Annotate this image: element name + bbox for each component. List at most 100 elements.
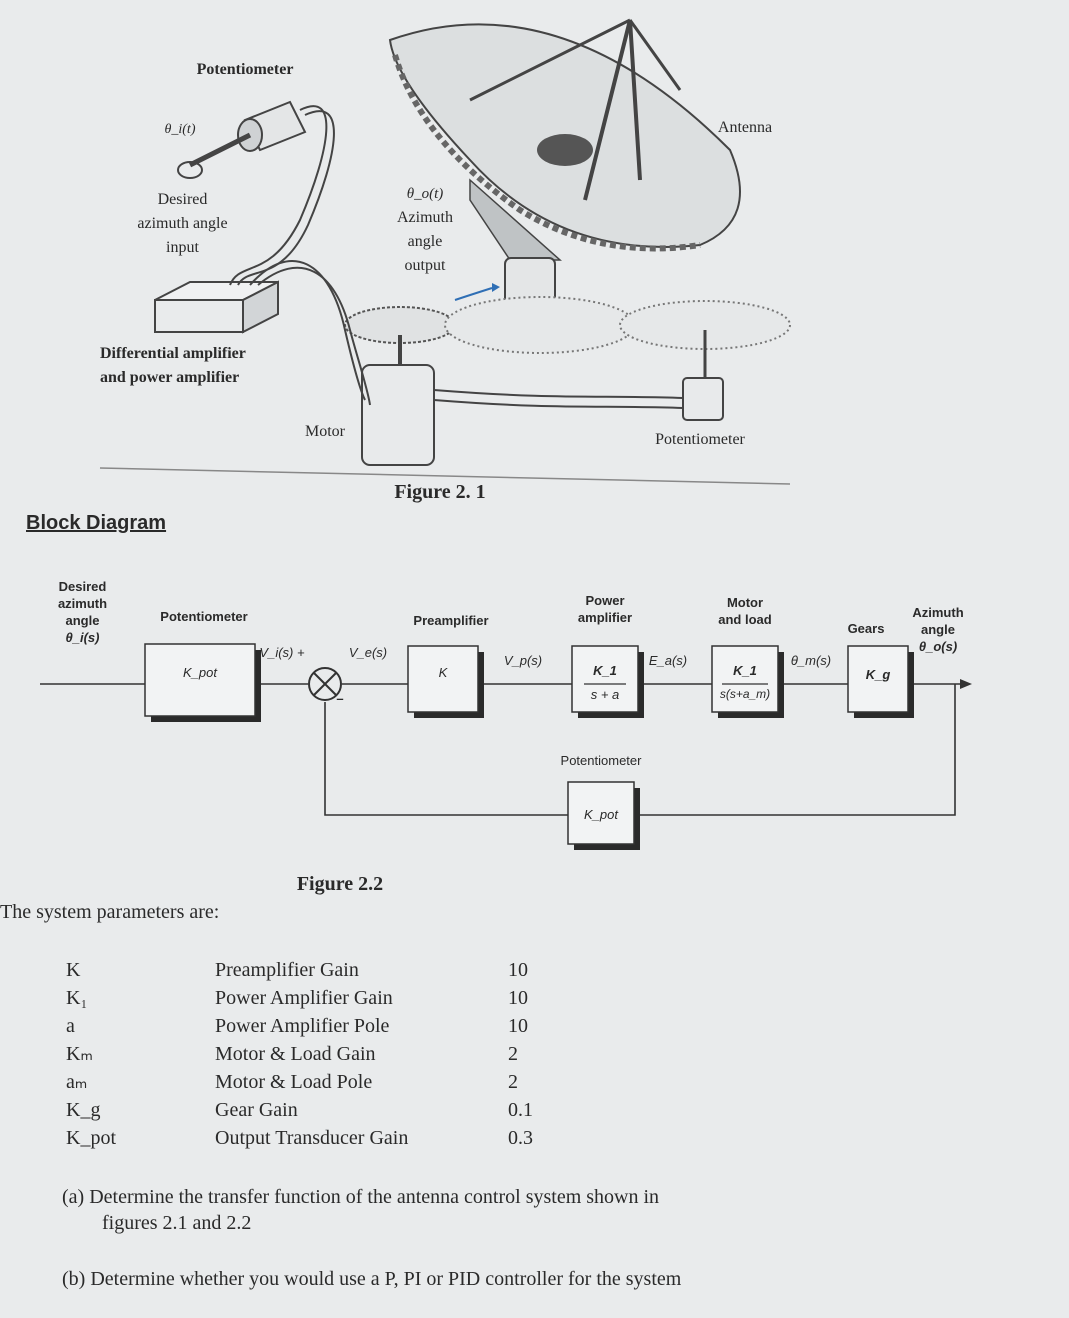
amplifier-label: Differential amplifier and power amplifi… — [100, 342, 300, 390]
azimuth-output-line-1: Azimuth — [397, 209, 453, 226]
block-power-amplifier — [571, 645, 644, 718]
potentiometer-block-label: Potentiometer — [160, 609, 248, 624]
params-table: K Preamplifier Gain 10 K₁ Power Amplifie… — [60, 956, 560, 1156]
theta-i-t-label: θ_i(t) — [164, 122, 196, 137]
block-gears — [847, 645, 914, 718]
figure-2-1-caption: Figure 2. 1 — [394, 481, 486, 503]
output-label-line-2: angle — [921, 622, 955, 637]
block-motor-load — [711, 645, 784, 718]
param-symbol: K — [66, 959, 81, 981]
question-b: (b) Determine whether you would use a P,… — [62, 1268, 682, 1290]
input-label: Desired azimuth angle θ_i(s) — [40, 578, 125, 646]
param-value: 10 — [508, 959, 528, 981]
input-label-line-4: θ_i(s) — [65, 630, 100, 645]
motor-load-denominator: s(s+a_m) — [719, 687, 771, 701]
minus-sign: – — [336, 691, 344, 706]
motor-load-line-2: and load — [718, 612, 772, 627]
param-value: 2 — [508, 1043, 518, 1065]
input-label-line-2: azimuth — [57, 596, 108, 611]
param-desc: Gear Gain — [215, 1099, 298, 1121]
params-intro: The system parameters are: — [0, 901, 220, 923]
block-diagram-heading: Block Diagram — [26, 512, 167, 534]
kpot-feedback-text: K_pot — [584, 807, 618, 822]
power-amp-denominator: s + a — [590, 687, 620, 702]
ea-signal-label: E_a(s) — [648, 653, 688, 668]
azimuth-output-label: Azimuth angle output — [380, 206, 470, 278]
param-desc: Preamplifier Gain — [215, 959, 359, 981]
block-kpot-feedback — [567, 781, 640, 850]
param-symbol: aₘ — [66, 1071, 88, 1093]
motor-label: Motor — [305, 423, 345, 440]
right-potentiometer-illustration — [682, 330, 724, 421]
figure-divider — [99, 467, 791, 485]
input-potentiometer-illustration — [177, 100, 307, 179]
figure-2-2-caption: Figure 2.2 — [296, 873, 384, 895]
block-kpot-input — [144, 643, 261, 722]
ve-signal-label: V_e(s) — [348, 645, 388, 660]
amplifier-line-2: and power amplifier — [100, 369, 240, 386]
amplifier-box-illustration — [154, 280, 279, 334]
param-symbol: a — [66, 1015, 75, 1037]
wires — [229, 105, 684, 409]
input-label-line-1: Desired — [58, 579, 107, 594]
vi-signal-label: V_i(s) + — [259, 645, 305, 660]
block-preamplifier — [407, 645, 484, 718]
param-symbol: K₁ — [66, 987, 88, 1009]
summing-junction — [308, 667, 342, 701]
theta-o-t-label: θ_o(t) — [406, 186, 444, 202]
potentiometer-right-label: Potentiometer — [655, 431, 745, 448]
motor-illustration — [361, 335, 435, 466]
potentiometer-top-label: Potentiometer — [196, 61, 294, 78]
output-label-line-1: Azimuth — [912, 605, 964, 620]
param-desc: Motor & Load Gain — [215, 1043, 376, 1065]
gears-illustration — [344, 296, 791, 354]
desired-input-label: Desired azimuth angle input — [110, 188, 255, 260]
param-symbol: K_g — [66, 1099, 101, 1121]
question-a-line-2: figures 2.1 and 2.2 — [102, 1212, 252, 1234]
param-value: 10 — [508, 1015, 528, 1037]
gears-label: Gears — [847, 621, 885, 636]
power-amp-numerator: K_1 — [593, 663, 617, 678]
figure-2-1-illustration — [99, 18, 791, 485]
output-arrow — [454, 283, 500, 301]
output-label-line-3: θ_o(s) — [918, 639, 958, 654]
figure-2-2-block-diagram — [40, 643, 972, 850]
param-value: 0.1 — [508, 1099, 533, 1121]
desired-input-line-3: input — [166, 239, 199, 256]
param-desc: Power Amplifier Gain — [215, 987, 393, 1009]
amplifier-line-1: Differential amplifier — [100, 345, 246, 362]
param-desc: Power Amplifier Pole — [215, 1015, 390, 1037]
param-value: 0.3 — [508, 1127, 533, 1149]
input-label-line-3: angle — [65, 613, 100, 628]
theta-m-signal-label: θ_m(s) — [790, 653, 832, 668]
kg-block-text: K_g — [865, 667, 891, 682]
k-block-text: K — [438, 665, 448, 680]
param-symbol: Kₘ — [66, 1043, 93, 1065]
param-desc: Motor & Load Pole — [215, 1071, 373, 1093]
param-symbol: K_pot — [66, 1127, 116, 1149]
motor-load-label: Motor and load — [690, 594, 800, 628]
desired-input-line-1: Desired — [157, 191, 208, 208]
azimuth-output-line-3: output — [404, 257, 446, 274]
power-amplifier-line-2: amplifier — [577, 610, 633, 625]
antenna-label: Antenna — [717, 119, 773, 136]
feedback-path-lines — [324, 684, 956, 816]
desired-input-line-2: azimuth angle — [137, 215, 228, 232]
power-amplifier-label: Power amplifier — [550, 592, 660, 626]
question-a-line-1: (a) Determine the transfer function of t… — [62, 1186, 660, 1208]
feedback-potentiometer-label: Potentiometer — [560, 753, 642, 768]
vp-signal-label: V_p(s) — [503, 653, 543, 668]
azimuth-output-line-2: angle — [407, 233, 443, 250]
power-amplifier-line-1: Power — [585, 593, 625, 608]
motor-load-numerator: K_1 — [733, 663, 757, 678]
param-value: 2 — [508, 1071, 518, 1093]
question-a: (a) Determine the transfer function of t… — [62, 1184, 862, 1236]
preamplifier-label: Preamplifier — [413, 613, 489, 628]
param-desc: Output Transducer Gain — [215, 1127, 409, 1149]
param-value: 10 — [508, 987, 528, 1009]
output-arrowhead — [960, 679, 972, 689]
output-label: Azimuth angle θ_o(s) — [900, 604, 976, 655]
kpot-input-text: K_pot — [183, 665, 217, 680]
antenna-dish — [388, 18, 741, 324]
motor-load-line-1: Motor — [726, 595, 764, 610]
